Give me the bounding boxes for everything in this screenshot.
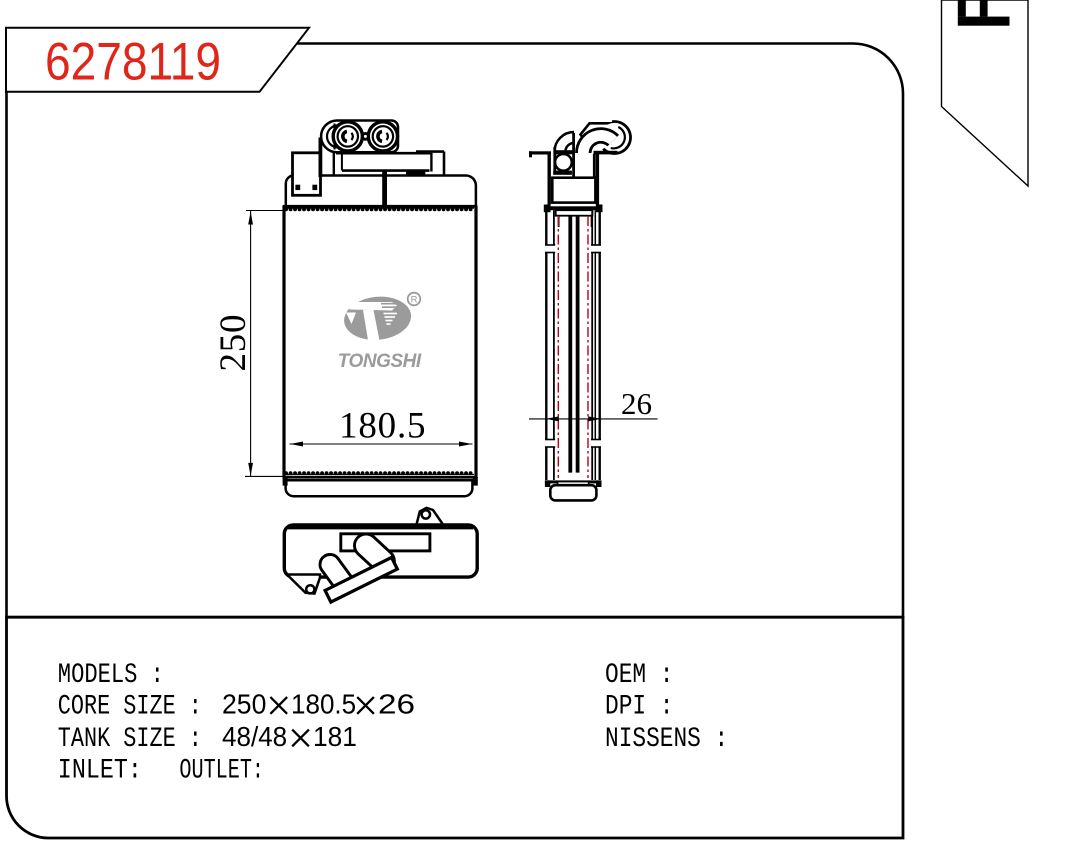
svg-text:48/48: 48/48 [222,721,287,752]
svg-text:R: R [411,295,418,306]
svg-text:180.5: 180.5 [291,689,356,720]
svg-text:NISSENS :: NISSENS : [605,723,728,755]
svg-text:181: 181 [313,720,357,752]
svg-text:OEM :: OEM : [605,659,673,691]
svg-text:26: 26 [378,688,415,720]
svg-text:250: 250 [222,688,266,720]
svg-text:MODELS :: MODELS : [58,659,164,691]
svg-text:TONGSHI: TONGSHI [338,351,422,372]
svg-text:180.5: 180.5 [339,406,426,447]
svg-text:CORE SIZE :: CORE SIZE : [58,690,202,722]
svg-text:TANK SIZE :: TANK SIZE : [58,723,202,755]
svg-text:DPI :: DPI : [605,690,673,722]
svg-text:250: 250 [213,315,254,372]
svg-text:OUTLET:: OUTLET: [179,756,264,787]
svg-text:INLET:: INLET: [58,755,142,786]
svg-text:26: 26 [621,386,652,421]
svg-text:6278119: 6278119 [45,31,221,91]
